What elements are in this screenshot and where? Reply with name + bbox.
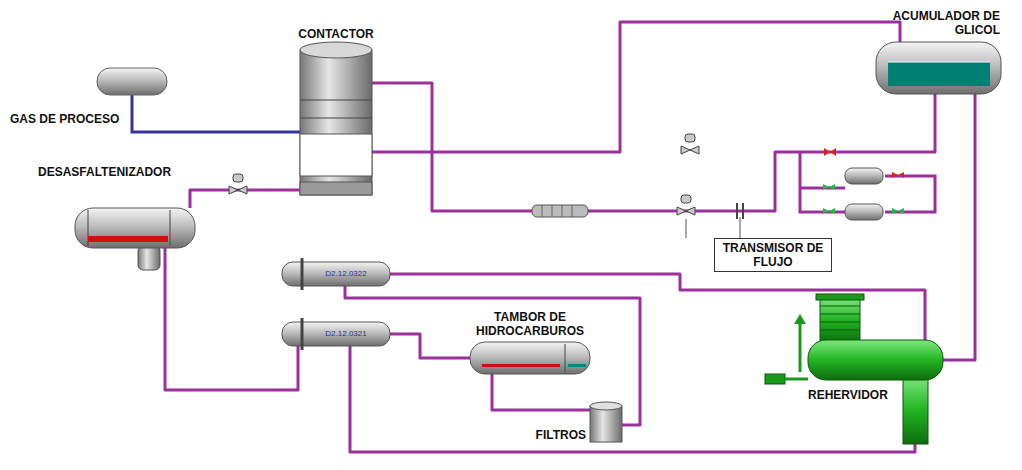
filter-separator bbox=[97, 68, 167, 95]
instrument-box: TRANSMISOR DE FLUJO bbox=[714, 238, 832, 272]
equipment-label: DESASFALTENIZADOR bbox=[38, 165, 208, 179]
hydrocarbon-drum bbox=[470, 342, 590, 374]
gas-line bbox=[132, 95, 300, 132]
contactor-column bbox=[300, 42, 372, 195]
heat-exchanger bbox=[282, 258, 390, 290]
process-pipe bbox=[345, 286, 640, 425]
equipment-node: DESASFALTENIZADOR bbox=[75, 208, 195, 248]
control-valve bbox=[229, 134, 699, 215]
pipework bbox=[800, 152, 935, 212]
equipment-node: CONTACTOR bbox=[300, 45, 372, 195]
process-pipe bbox=[390, 334, 470, 358]
equipment-node: D2.12.0322 bbox=[282, 262, 390, 286]
stream-label: GAS DE PROCESO bbox=[10, 112, 119, 126]
equipment-tag: D2.12.0321 bbox=[306, 329, 386, 339]
equipment-label: REHERVIDOR bbox=[808, 388, 900, 402]
equipment-node: FILTROS bbox=[590, 402, 622, 442]
pump bbox=[823, 148, 904, 220]
equipment-label: ACUMULADOR DE GLICOL bbox=[870, 9, 1000, 37]
equipment-node: D2.12.0321 bbox=[282, 322, 390, 346]
equipment-label: CONTACTOR bbox=[280, 27, 392, 41]
heat-exchanger bbox=[282, 318, 390, 350]
desasphaltenizer-vessel bbox=[75, 208, 195, 270]
process-pipe bbox=[372, 22, 900, 152]
equipment-tag: D2.12.0322 bbox=[306, 269, 386, 279]
leader-lines bbox=[686, 217, 740, 238]
equipment-label: TAMBOR DE HIDROCARBUROS bbox=[455, 310, 605, 338]
equipment-node: REHERVIDOR bbox=[808, 340, 943, 380]
process-pipe bbox=[372, 83, 935, 211]
equipment-label: TRANSMISOR DE FLUJO bbox=[721, 241, 825, 269]
air-cooler bbox=[532, 205, 588, 217]
process-pipe bbox=[943, 94, 975, 360]
filter-cylinder bbox=[590, 402, 622, 442]
orifice-plate bbox=[737, 203, 743, 219]
equipment-label: FILTROS bbox=[516, 428, 586, 442]
equipment-node: TAMBOR DE HIDROCARBUROS bbox=[470, 342, 590, 374]
process-pipe bbox=[165, 248, 298, 390]
glycol-accumulator bbox=[876, 42, 1001, 94]
equipment-node: ACUMULADOR DE GLICOL bbox=[876, 42, 1001, 94]
reboiler bbox=[765, 294, 943, 444]
process-pipe bbox=[492, 374, 590, 410]
